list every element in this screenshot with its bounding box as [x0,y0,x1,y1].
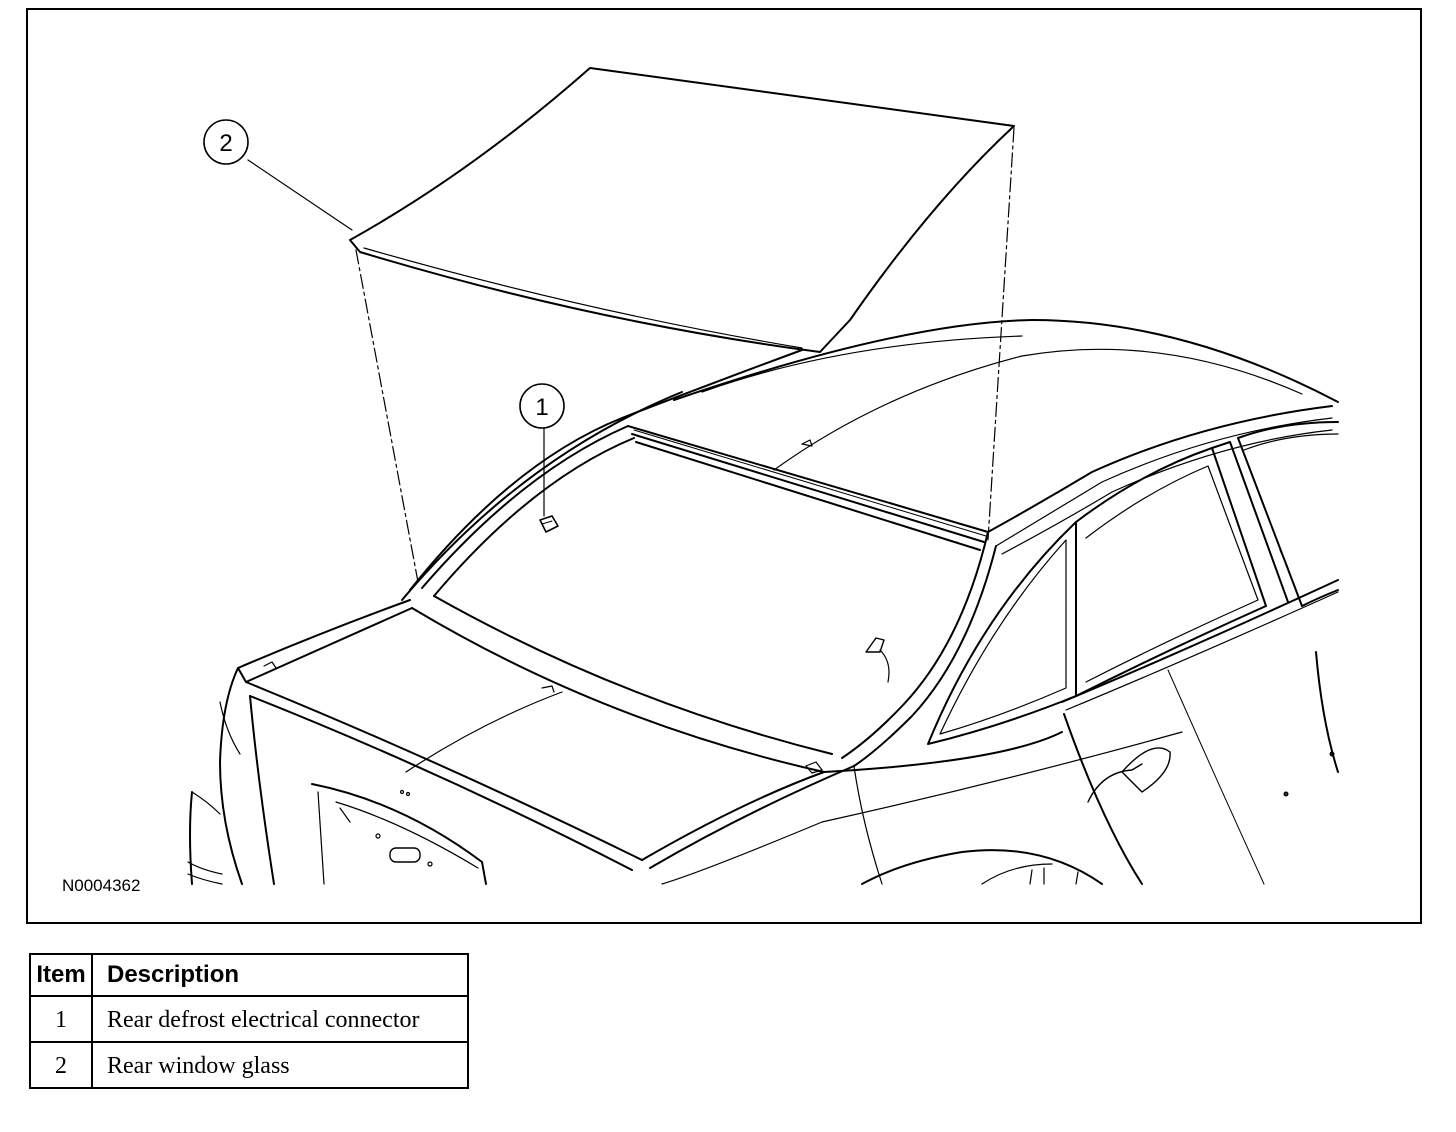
front-door-edge [1237,421,1339,607]
callout-2: 2 [203,119,353,231]
callout-1-number: 1 [535,394,548,421]
rear-window-opening [401,349,997,773]
legend-table: Item Description 1 Rear defrost electric… [29,953,469,1089]
callout-2-number: 2 [219,130,232,157]
legend-item-number: 2 [29,1041,93,1089]
car-rear-window-illustration: 2 1 [29,67,1420,922]
license-plate-recess [311,783,487,885]
legend-row: 1 Rear defrost electrical connector [29,995,469,1043]
legend-header-description: Description [91,953,469,997]
car-side-body [661,405,1333,885]
car-roof [673,319,1339,471]
legend-header-item: Item [29,953,93,997]
legend-item-description: Rear defrost electrical connector [91,995,469,1043]
legend-item-description: Rear window glass [91,1041,469,1089]
projection-lines [355,127,1015,583]
figure-frame: 2 1 N0004362 [26,8,1422,924]
rear-wheel-arch [861,849,1103,885]
crop-mask [29,885,1420,922]
trunk-lid [237,599,855,871]
quarter-window [927,521,1077,745]
legend-row: 2 Rear window glass [29,1041,469,1089]
rear-defrost-connector [539,515,559,533]
figure-id: N0004362 [62,876,141,895]
rear-door [1061,441,1339,885]
legend-item-number: 1 [29,995,93,1043]
rear-window-glass [349,67,1015,353]
legend-header-row: Item Description [29,953,469,997]
rear-bumper [187,667,275,885]
callout-1: 1 [519,383,565,517]
